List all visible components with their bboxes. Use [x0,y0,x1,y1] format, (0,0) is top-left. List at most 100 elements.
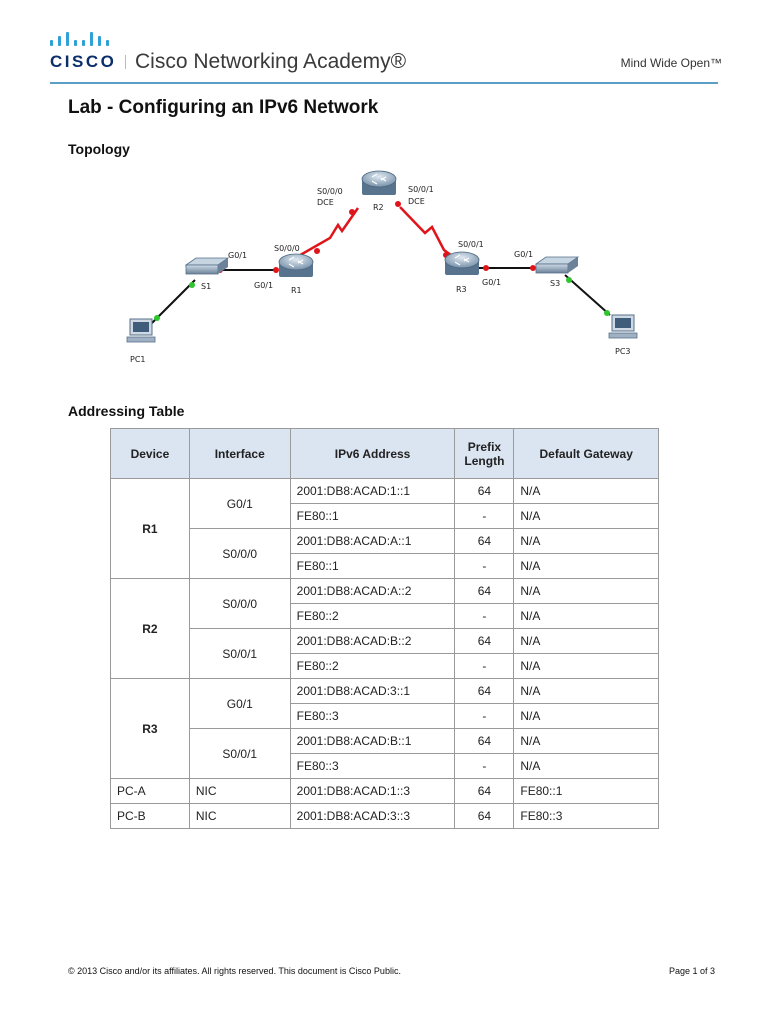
gateway-cell: N/A [513,578,659,604]
cisco-logo-bars-icon [50,32,109,46]
label-s3: S3 [550,279,560,288]
interface-cell: S0/0/0 [188,528,291,579]
device-cell: R2 [110,578,190,679]
label-pc1: PC1 [130,355,146,364]
prefix-cell: - [454,703,515,729]
link-r1-r2 [294,207,360,260]
gateway-cell: N/A [513,703,659,729]
interface-cell: NIC [188,778,291,804]
header-rule [50,82,718,84]
label-s1-g01: G0/1 [228,251,247,260]
address-cell: FE80::2 [289,653,456,679]
address-cell: 2001:DB8:ACAD:3::1 [289,678,456,704]
tagline: Mind Wide Open™ [620,56,722,70]
interface-cell: G0/1 [188,678,291,729]
device-cell: PC-B [110,803,190,829]
prefix-cell: - [454,603,515,629]
addressing-heading: Addressing Table [68,403,185,419]
gateway-cell: N/A [513,528,659,554]
interface-cell: S0/0/1 [188,728,291,779]
label-r2-s000: S0/0/0 [317,187,343,196]
port-dot [604,310,610,316]
address-cell: FE80::2 [289,603,456,629]
prefix-cell: - [454,553,515,579]
table-row: FE80::3 - N/A [111,753,659,779]
gateway-cell: N/A [513,603,659,629]
device-cell: PC-A [110,778,190,804]
address-cell: 2001:DB8:ACAD:A::1 [289,528,456,554]
port-dot [530,265,536,271]
router-r1-icon [278,253,314,277]
prefix-cell: 64 [454,528,515,554]
interface-cell: S0/0/1 [188,628,291,679]
gateway-cell: N/A [513,728,659,754]
gateway-cell: FE80::3 [513,803,659,829]
prefix-cell: 64 [454,678,515,704]
interface-cell: NIC [188,803,291,829]
address-cell: FE80::1 [289,553,456,579]
gateway-cell: N/A [513,503,659,529]
switch-s3-icon [534,256,580,274]
device-cell: R1 [110,478,190,579]
col-header-ipv6-address: IPv6 Address [289,428,456,479]
gateway-cell: N/A [513,553,659,579]
gateway-cell: N/A [513,653,659,679]
table-row: R1 G0/1 2001:DB8:ACAD:1::1 64 N/A [110,478,659,579]
port-dot [566,277,572,283]
table-row: S0/0/1 2001:DB8:ACAD:B::2 64 N/A [111,628,659,679]
table-row: PC-B NIC 2001:DB8:ACAD:3::3 64 FE80::3 [110,803,659,829]
prefix-cell: - [454,503,515,529]
gateway-cell: N/A [513,753,659,779]
pc3-icon [608,314,638,339]
table-header-row: Device Interface IPv6 Address Prefix Len… [110,428,659,479]
router-r3-icon [444,251,480,275]
pc1-icon [126,318,156,343]
gateway-cell: N/A [513,628,659,654]
router-r2-icon [361,170,397,195]
label-s1: S1 [201,282,211,291]
label-r3-s001: S0/0/1 [458,240,484,249]
table-row: S0/0/0 2001:DB8:ACAD:A::1 64 N/A [111,528,659,579]
device-cell: R3 [110,678,190,779]
switch-s1-icon [184,257,230,275]
prefix-cell: 64 [454,728,515,754]
page-title: Lab - Configuring an IPv6 Network [68,97,379,118]
address-cell: FE80::3 [289,703,456,729]
label-r3-g01: G0/1 [482,278,501,287]
label-r3: R3 [456,285,467,294]
header-divider [125,55,126,69]
label-s3-g01: G0/1 [514,250,533,259]
page-header: cisco Cisco Networking Academy® Mind Wid… [0,0,768,90]
port-dot [314,248,320,254]
gateway-cell: N/A [513,678,659,704]
link-s3-pc3 [564,274,611,316]
col-header-prefix-length: Prefix Length [454,428,515,479]
port-dot [395,201,401,207]
topology-diagram: R2 R1 R3 S1 S3 PC1 PC3 S0/0/0 DCE S0/0/1… [126,170,638,364]
port-dot [273,267,279,273]
addressing-table: Device Interface IPv6 Address Prefix Len… [110,428,659,829]
address-cell: 2001:DB8:ACAD:B::1 [289,728,456,754]
link-pc1-s1 [151,279,196,324]
table-row: R2 S0/0/0 2001:DB8:ACAD:A::2 64 N/A [110,578,659,679]
prefix-cell: 64 [454,478,515,504]
link-r2-r3 [399,206,456,260]
interface-cell: S0/0/0 [188,578,291,629]
label-r2-s000-dce: DCE [317,198,334,207]
port-dot [189,282,195,288]
topology-heading: Topology [68,141,130,157]
prefix-cell: 64 [454,578,515,604]
address-cell: FE80::1 [289,503,456,529]
footer-copyright: © 2013 Cisco and/or its affiliates. All … [68,966,401,976]
gateway-cell: FE80::1 [513,778,659,804]
address-cell: 2001:DB8:ACAD:1::3 [289,778,456,804]
address-cell: 2001:DB8:ACAD:B::2 [289,628,456,654]
prefix-cell: - [454,753,515,779]
address-cell: 2001:DB8:ACAD:3::3 [289,803,456,829]
table-row: PC-A NIC 2001:DB8:ACAD:1::3 64 FE80::1 [110,778,659,804]
footer-page-number: Page 1 of 3 [668,966,715,976]
table-row: R3 G0/1 2001:DB8:ACAD:3::1 64 N/A [110,678,659,779]
label-r1: R1 [291,286,302,295]
prefix-cell: 64 [454,778,515,804]
brand-name: Cisco Networking Academy® [135,50,407,73]
